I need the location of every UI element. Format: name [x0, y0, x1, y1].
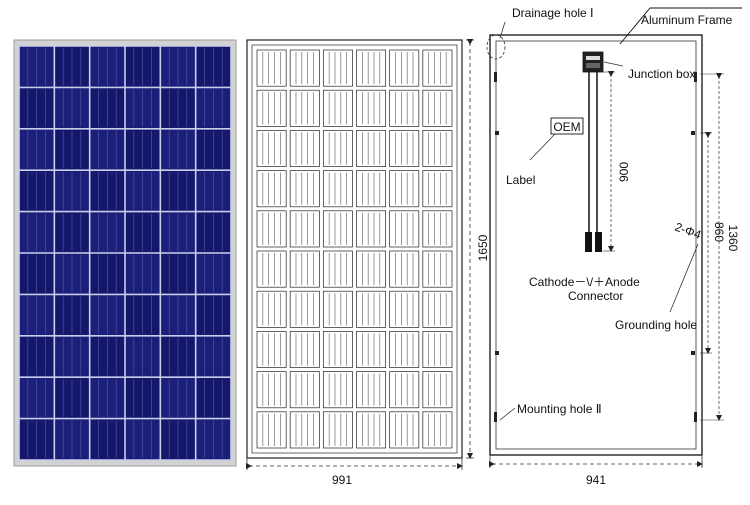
drawn-cell: [422, 411, 453, 449]
grounding-holes: [495, 131, 695, 355]
junction-box-label: Junction box: [628, 67, 695, 81]
drawn-cell: [389, 331, 420, 368]
drawn-cell: [289, 371, 320, 409]
drawn-cell: [356, 371, 387, 409]
drawn-cell: [322, 331, 353, 368]
panel-back: [246, 39, 463, 459]
connector-label: Connector: [568, 289, 623, 303]
drawn-cell: [422, 331, 453, 368]
cable-length-label: 900: [617, 162, 631, 182]
panel-front: [13, 39, 237, 467]
drawn-cell: [256, 371, 287, 409]
mounting-holes: [494, 72, 697, 422]
drawn-cell: [356, 331, 387, 368]
oem-label-text: OEM: [553, 120, 580, 134]
drawn-cell: [322, 250, 353, 288]
drawn-cell: [356, 170, 387, 208]
drawn-cell: [289, 130, 320, 167]
drawn-cell: [389, 170, 420, 208]
drawn-cell: [422, 210, 453, 248]
drainage-hole-label: Drainage hole Ⅰ: [512, 6, 594, 20]
drawn-cell: [422, 290, 453, 328]
drawn-cell: [256, 89, 287, 127]
connector-positive: [595, 232, 602, 252]
drawn-cell: [422, 371, 453, 409]
drawn-cell: [289, 49, 320, 87]
label-label: Label: [506, 173, 535, 187]
drawn-cell: [389, 210, 420, 248]
connector-negative: [585, 232, 592, 252]
drawn-cell: [289, 210, 320, 248]
drawn-cell: [289, 89, 320, 127]
drawn-cell: [389, 411, 420, 449]
drawn-cell: [356, 130, 387, 167]
drawn-cell: [389, 290, 420, 328]
cables: [585, 72, 602, 252]
drawn-cell: [322, 210, 353, 248]
panel-back-inner: [251, 44, 458, 454]
drawn-cell: [289, 331, 320, 368]
grounding-hole-label: Grounding hole: [615, 318, 697, 332]
drawn-cell: [356, 411, 387, 449]
mounting-spacing-label: 1360: [726, 225, 740, 252]
drawn-cell: [256, 290, 287, 328]
aluminum-frame-label: Aluminum Frame: [641, 13, 733, 27]
mounting-hole-label: Mounting hole Ⅱ: [517, 402, 602, 416]
drawn-cell: [256, 411, 287, 449]
height-dimension: 1650: [466, 39, 490, 459]
drawn-cell: [289, 411, 320, 449]
drawn-cell: [389, 250, 420, 288]
drawn-cell: [389, 89, 420, 127]
drawn-cell: [356, 290, 387, 328]
panel-front-grid: [18, 45, 232, 461]
drawn-cell: [256, 130, 287, 167]
width-panel-dimension: 991: [246, 458, 463, 487]
drawn-cell: [256, 250, 287, 288]
drawn-cell: [356, 49, 387, 87]
drawn-cell: [256, 170, 287, 208]
drawn-cell: [389, 371, 420, 409]
junction-box: [582, 51, 604, 73]
drawn-cell: [389, 49, 420, 87]
panel-rear: Drainage hole Ⅰ Aluminum Frame Junction …: [486, 6, 742, 487]
height-dimension-label: 1650: [476, 234, 490, 261]
drawn-cell: [322, 89, 353, 127]
drawn-cell: [322, 371, 353, 409]
drawn-cell: [322, 411, 353, 449]
drawn-cell: [322, 130, 353, 167]
drawn-cell: [256, 49, 287, 87]
drawn-cell: [256, 210, 287, 248]
panel-back-cells: [256, 49, 453, 449]
cathode-anode-label: Cathode－\/＋Anode: [529, 275, 640, 289]
drawn-cell: [322, 170, 353, 208]
width-panel-dimension-label: 991: [332, 473, 352, 487]
panel-front-cells: [20, 47, 230, 459]
drainage-hole-marker: [486, 34, 506, 60]
oem-label-box: [550, 117, 584, 135]
drawn-cell: [289, 250, 320, 288]
drawn-cell: [422, 170, 453, 208]
drawn-cell: [422, 250, 453, 288]
drawn-cell: [289, 170, 320, 208]
drawn-cell: [322, 49, 353, 87]
drawn-cell: [322, 290, 353, 328]
drawn-cell: [356, 89, 387, 127]
drawn-cell: [256, 331, 287, 368]
drawn-cell: [289, 290, 320, 328]
drawn-cell: [356, 210, 387, 248]
drawn-cell: [356, 250, 387, 288]
drawn-cell: [422, 49, 453, 87]
drawn-cell: [422, 89, 453, 127]
drawn-cell: [389, 130, 420, 167]
width-frame-dimension-label: 941: [586, 473, 606, 487]
drawn-cell: [422, 130, 453, 167]
